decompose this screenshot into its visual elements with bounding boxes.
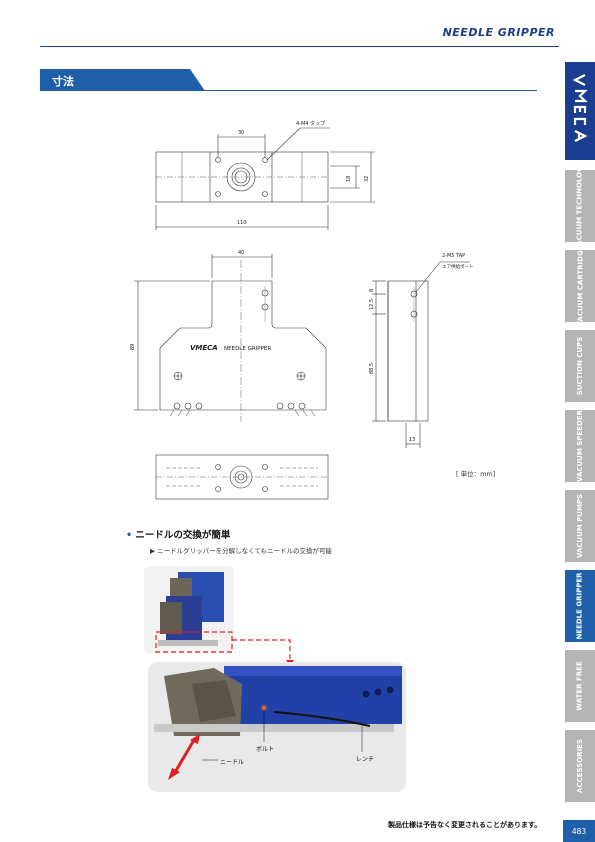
tab-vacuum-cartridge[interactable]: VACUUM CARTRIDGE (565, 245, 595, 327)
tab-vacuum-pumps[interactable]: VACUUM PUMPS (565, 490, 595, 562)
front-needle-bolts (173, 402, 306, 410)
dim-front-89: 89 (130, 344, 136, 350)
section-banner (40, 69, 205, 91)
feature-desc: ▶ ニードルグリッパーを分解しなくてもニードルの交換が可能 (150, 545, 332, 555)
header-divider (40, 46, 559, 47)
page-number: 483 (563, 820, 595, 842)
side-view-body (387, 280, 429, 422)
needle-exchange-photo (144, 566, 406, 792)
dim-side-8: 8 (369, 289, 375, 292)
dim-front-40: 40 (238, 250, 244, 256)
wrench-label: レンチ (356, 756, 375, 763)
bolt-label: ボルト (256, 746, 275, 753)
bullet-dot: • (126, 530, 133, 541)
dim-side-88-5: 88.5 (369, 363, 375, 374)
body-logo-marks: VMECA NEEDLE GRIPPER (190, 344, 271, 352)
section-divider (200, 90, 537, 91)
brand-tab (565, 62, 595, 160)
body-logo: VMECA (190, 344, 218, 352)
dim-side-tap: 2-M5 TAP (442, 253, 465, 259)
dim-side-port: エア供給ポート (442, 263, 474, 270)
dim-top-18: 18 (346, 176, 352, 182)
tab-suction-cups[interactable]: SUCTION CUPS (565, 330, 595, 402)
needle-label: ニードル (220, 759, 245, 766)
tab-vacuum-speeder[interactable]: VACUUM SPEEDER (565, 410, 595, 482)
front-view-body (159, 280, 327, 411)
dim-top-32: 32 (364, 176, 370, 182)
arrow-icon: ▶ (150, 547, 155, 555)
dim-top-110: 110 (237, 220, 247, 226)
footer-note: 製品仕様は予告なく変更されることがあります。 (388, 821, 542, 829)
dim-top-30: 30 (238, 130, 244, 136)
section-title: 寸法 (52, 75, 74, 88)
tab-vacuum-technology[interactable]: VACUUM TECHNOLOGY (565, 161, 595, 251)
tab-needle-gripper[interactable]: NEEDLE GRIPPER (565, 570, 595, 642)
unit-label: [ 単位：mm] (456, 470, 496, 478)
feature-title: • ニードルの交換が簡単 (126, 527, 230, 541)
dim-side-13: 13 (409, 437, 415, 443)
tab-water-free[interactable]: WATER FREE (565, 650, 595, 722)
tab-accessories[interactable]: ACCESSORIES (565, 730, 595, 802)
header-title: NEEDLE GRIPPER (442, 26, 555, 39)
feature-title-text: ニードルの交換が簡単 (135, 530, 231, 541)
dim-top-tap: 4-M4 タップ (296, 120, 325, 127)
feature-desc-text: ニードルグリッパーを分解しなくてもニードルの交換が可能 (157, 547, 333, 555)
body-label: NEEDLE GRIPPER (224, 346, 271, 352)
vmeca-logo-icon (572, 74, 588, 142)
dimension-drawing: VMECA NEEDLE GRIPPER 30 4-M4 タップ 18 32 1… (130, 120, 474, 500)
dim-side-12-5: 12.5 (369, 299, 375, 310)
